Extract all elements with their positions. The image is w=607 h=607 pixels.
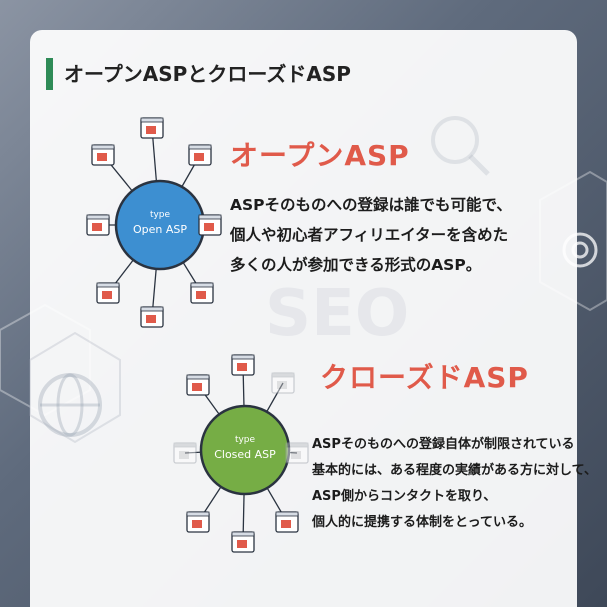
browser-window-icon xyxy=(140,117,164,139)
closed-asp-line: 基本的には、ある程度の実績がある方に対して、 xyxy=(312,463,597,478)
browser-window-icon xyxy=(271,372,295,394)
closed-asp-description: ASPそのものへの登録自体が制限されている 基本的には、ある程度の実績がある方に… xyxy=(312,432,597,536)
browser-window-icon xyxy=(231,531,255,553)
hub-node xyxy=(199,404,291,496)
browser-window-icon xyxy=(275,511,299,533)
closed-asp-line: 個人的に提携する体制をとっている。 xyxy=(312,515,532,530)
hub-type-label: type xyxy=(150,210,171,220)
browser-window-icon xyxy=(91,144,115,166)
hub-name-label: Closed ASP xyxy=(214,448,276,461)
browser-window-icon xyxy=(186,511,210,533)
open-asp-line: 多くの人が参加できる形式のASP。 xyxy=(230,256,482,274)
closed-asp-heading: クローズドASP xyxy=(320,361,529,394)
browser-window-icon xyxy=(186,374,210,396)
browser-window-icon xyxy=(190,282,214,304)
browser-window-icon xyxy=(140,306,164,328)
title-accent-bar xyxy=(46,58,53,90)
browser-window-icon xyxy=(198,214,222,236)
closed-asp-line: ASPそのものへの登録自体が制限されている xyxy=(312,437,575,452)
browser-window-icon xyxy=(173,442,197,464)
browser-window-icon xyxy=(86,214,110,236)
content-card xyxy=(30,30,577,607)
open-asp-description: ASPそのものへの登録は誰でも可能で、 個人や初心者アフィリエイターを含めた 多… xyxy=(230,190,512,280)
browser-window-icon xyxy=(285,442,309,464)
browser-window-icon xyxy=(96,282,120,304)
open-asp-line: ASPそのものへの登録は誰でも可能で、 xyxy=(230,196,512,214)
open-asp-line: 個人や初心者アフィリエイターを含めた xyxy=(230,226,509,244)
browser-window-icon xyxy=(188,144,212,166)
hub-name-label: Open ASP xyxy=(133,223,187,236)
hub-type-label: type xyxy=(235,435,256,445)
open-asp-heading: オープンASP xyxy=(230,139,410,172)
browser-window-icon xyxy=(231,354,255,376)
closed-asp-line: ASP側からコンタクトを取り、 xyxy=(312,489,497,504)
page-title: オープンASPとクローズドASP xyxy=(64,62,351,86)
